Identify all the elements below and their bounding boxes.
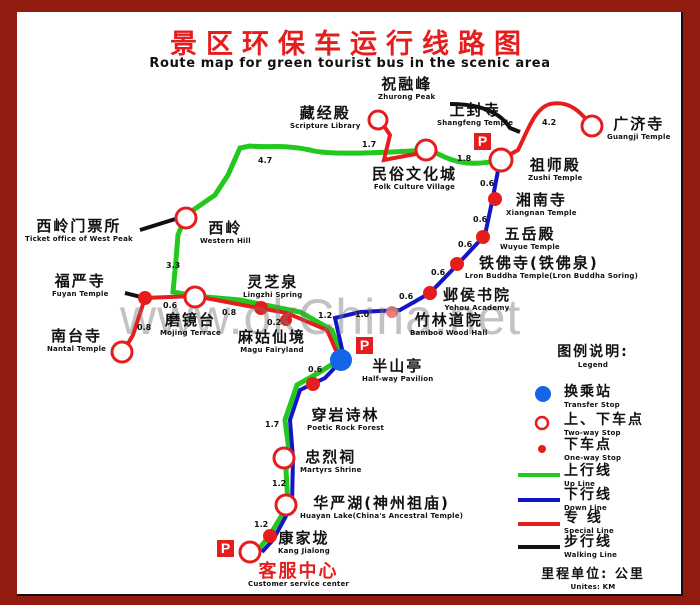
stop-fuyan[interactable] [138,291,152,305]
stop-kang[interactable] [263,529,277,543]
map-subtitle: Route map for green tourist bus in the s… [149,56,551,71]
stop-customer-service[interactable] [238,540,262,564]
down-line [260,159,502,554]
stop-zushi[interactable] [488,147,514,173]
distance-magu-halfway: 1.2 [318,311,333,320]
label-huayan: 华严湖(神州祖庙)Huayan Lake(China's Ancestral T… [300,494,464,521]
distance-yehou-bamboo: 0.6 [399,292,414,301]
distance-fuyan-mojing: 0.6 [163,301,178,310]
legend-transfer-icon [535,386,551,402]
distance-bamboo-halfway: 1.0 [355,310,370,319]
legend-two-way-icon [534,415,550,431]
stop-folk[interactable] [414,138,438,162]
stop-poetic[interactable] [306,377,320,391]
label-iron-buddha: 铁佛寺(铁佛泉)Lron Buddha Temple(Lron Buddha S… [465,254,638,281]
up-line-west [170,143,431,552]
parking-icon-customer: P [217,540,234,557]
distance-western-mojing: 3.3 [166,261,181,270]
watermark: www.okChina.net [120,289,522,345]
stop-guangji[interactable] [580,114,604,138]
special-line-guangji [499,101,594,162]
legend-title: 图例说明:Legend [557,344,629,369]
special-line-fuyan [121,293,340,356]
distance-western-folk: 4.7 [258,156,273,165]
legend-one-way-icon [538,445,546,453]
stop-martyrs[interactable] [272,446,296,470]
distance-zushi-xiangnan: 0.6 [480,179,495,188]
stop-bamboo[interactable] [386,306,398,318]
stop-huayan[interactable] [274,493,298,517]
distance-halfway-poetic: 0.6 [308,365,323,374]
distance-zushi-guangji: 4.2 [542,118,557,127]
stop-lingzhi[interactable] [254,301,268,315]
stop-xiangnan[interactable] [488,192,502,206]
stop-iron-buddha[interactable] [450,257,464,271]
parking-icon-zushi: P [474,133,491,150]
stop-wuyue[interactable] [476,230,490,244]
distance-fuyan-nantai: 0.8 [137,323,152,332]
stop-yehou[interactable] [423,286,437,300]
walking-line-zhurong [449,102,521,134]
stop-mojing[interactable] [183,285,207,309]
distance-martyrs-huayan: 1.2 [272,479,287,488]
distance-iron-yehou: 0.6 [431,268,446,277]
stop-western-hill[interactable] [174,206,198,230]
stop-magu[interactable] [280,314,292,326]
distance-lingzhi-magu: 0.2 [267,318,282,327]
map-title: 景区环保车运行线路图 [170,29,530,60]
stop-scripture[interactable] [367,109,389,131]
distance-xiangnan-wuyue: 0.6 [473,215,488,224]
stop-halfway-transfer[interactable] [330,349,352,371]
distance-mojing-lingzhi: 0.8 [222,308,237,317]
distance-poetic-martyrs: 1.7 [265,420,280,429]
distance-scripture-folk: 1.7 [362,140,377,149]
stop-nantai[interactable] [110,340,134,364]
distance-huayan-kang: 1.2 [254,520,269,529]
distance-folk-zushi: 1.8 [457,154,472,163]
parking-icon-halfway: P [356,337,373,354]
distance-wuyue-iron: 0.6 [458,240,473,249]
